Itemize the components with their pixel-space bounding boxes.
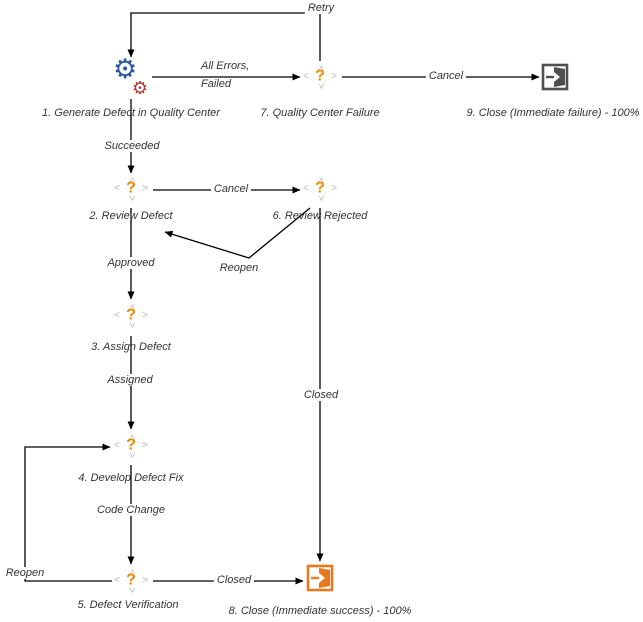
gear-icon-small: ⚙ [131,78,148,98]
chevron-right-icon: > [331,183,337,194]
edge-label-retry: Retry [304,2,338,14]
node-close-success[interactable] [306,564,334,592]
node-assign-defect[interactable]: < < ? > > [113,302,149,330]
node-close-failure-label: 9. Close (Immediate failure) - 100% [466,107,640,119]
edge-label-assigned: Assigned [104,374,156,386]
edge-label-failed: Failed [201,78,231,90]
gear-icon: ⚙ [113,54,138,84]
edge-label-cancel-mid: Cancel [210,183,252,195]
chevron-down-icon: > [315,195,326,201]
node-quality-center-failure[interactable]: < < ? > > [302,63,338,91]
node-defect-verification[interactable]: < < ? > > [113,567,149,595]
node-close-success-label: 8. Close (Immediate success) - 100% [228,605,412,617]
edge-label-succeeded: Succeeded [101,140,163,152]
edge-label-approved: Approved [104,257,158,269]
edge-label-cancel-top: Cancel [425,70,467,82]
chevron-left-icon: < [114,183,120,194]
node-review-defect[interactable]: < < ? > > [113,175,149,203]
node-defect-verification-label: 5. Defect Verification [77,599,179,611]
edge-retry [127,12,321,61]
chevron-down-icon: > [315,83,326,89]
edge-reopen-to-review-defect [164,207,311,259]
node-review-rejected[interactable]: < < ? > > [302,175,338,203]
edge-label-all-errors: All Errors, [201,60,250,72]
chevron-down-icon: > [126,452,137,458]
question-mark-icon: ? [126,436,136,454]
question-mark-icon: ? [126,179,136,197]
edge-label-closed-long: Closed [300,389,342,401]
node-close-failure[interactable] [541,63,569,91]
question-mark-icon: ? [315,67,325,85]
node-assign-defect-label: 3. Assign Defect [91,341,171,353]
exit-door-orange-icon [306,564,334,592]
chevron-right-icon: > [142,575,148,586]
question-mark-icon: ? [126,571,136,589]
edge-reopen-to-develop [24,443,112,582]
node-generate-defect[interactable]: ⚙ ⚙ [113,56,149,98]
chevron-left-icon: < [114,575,120,586]
node-review-defect-label: 2. Review Defect [89,210,173,222]
node-develop-defect-fix-label: 4. Develop Defect Fix [78,472,184,484]
chevron-right-icon: > [331,71,337,82]
chevron-left-icon: < [114,440,120,451]
chevron-right-icon: > [142,310,148,321]
chevron-left-icon: < [303,71,309,82]
chevron-right-icon: > [142,183,148,194]
chevron-left-icon: < [303,183,309,194]
exit-door-gray-icon [541,63,569,91]
edge-label-closed-bottom: Closed [213,574,255,586]
edge-label-reopen-develop: Reopen [2,567,48,579]
chevron-down-icon: > [126,195,137,201]
chevron-right-icon: > [142,440,148,451]
edge-label-code-change: Code Change [94,504,168,516]
edge-label-reopen-review: Reopen [216,262,262,274]
chevron-down-icon: > [126,322,137,328]
node-develop-defect-fix[interactable]: < < ? > > [113,432,149,460]
node-generate-defect-label: 1. Generate Defect in Quality Center [42,107,220,119]
node-review-rejected-label: 6. Review Rejected [272,210,368,222]
question-mark-icon: ? [126,306,136,324]
node-quality-center-failure-label: 7. Quality Center Failure [260,107,380,119]
chevron-down-icon: > [126,587,137,593]
question-mark-icon: ? [315,179,325,197]
chevron-left-icon: < [114,310,120,321]
